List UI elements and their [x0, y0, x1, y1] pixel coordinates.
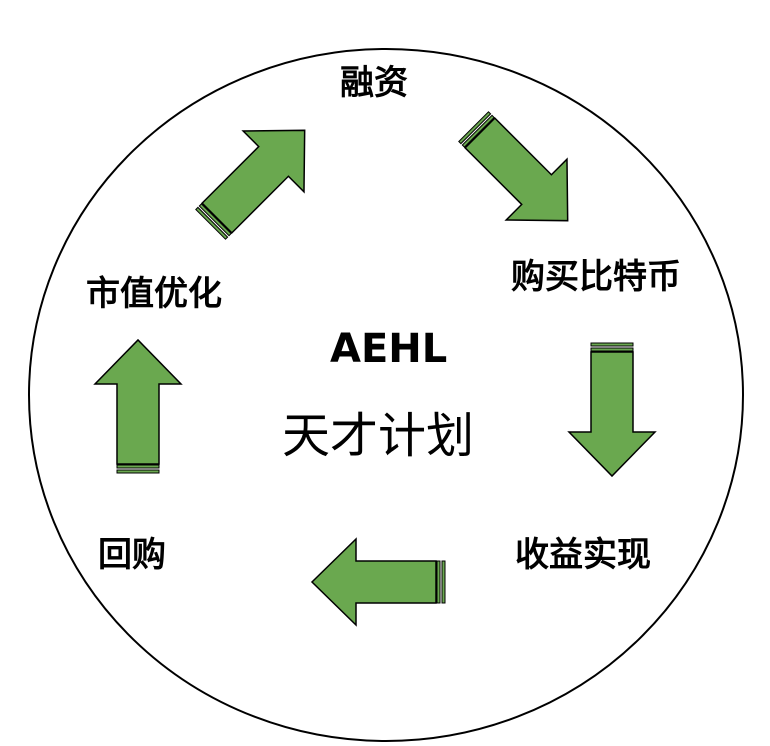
step-buy-bitcoin: 购买比特币 — [511, 257, 681, 297]
arrow-to-market-cap — [93, 338, 183, 474]
center-code: AEHL — [330, 326, 448, 372]
cycle-circle — [28, 48, 744, 742]
arrow-to-buy-bitcoin — [458, 111, 569, 222]
step-profit-realization: 收益实现 — [515, 535, 651, 575]
step-market-cap-optimization: 市值优化 — [86, 274, 222, 314]
step-buyback: 回购 — [98, 535, 166, 575]
step-funding: 融资 — [340, 63, 408, 103]
center-title: 天才计划 — [282, 408, 475, 464]
arrow-to-profit — [567, 342, 657, 478]
arrow-to-buyback — [310, 537, 446, 627]
arrow-to-funding — [195, 129, 306, 240]
